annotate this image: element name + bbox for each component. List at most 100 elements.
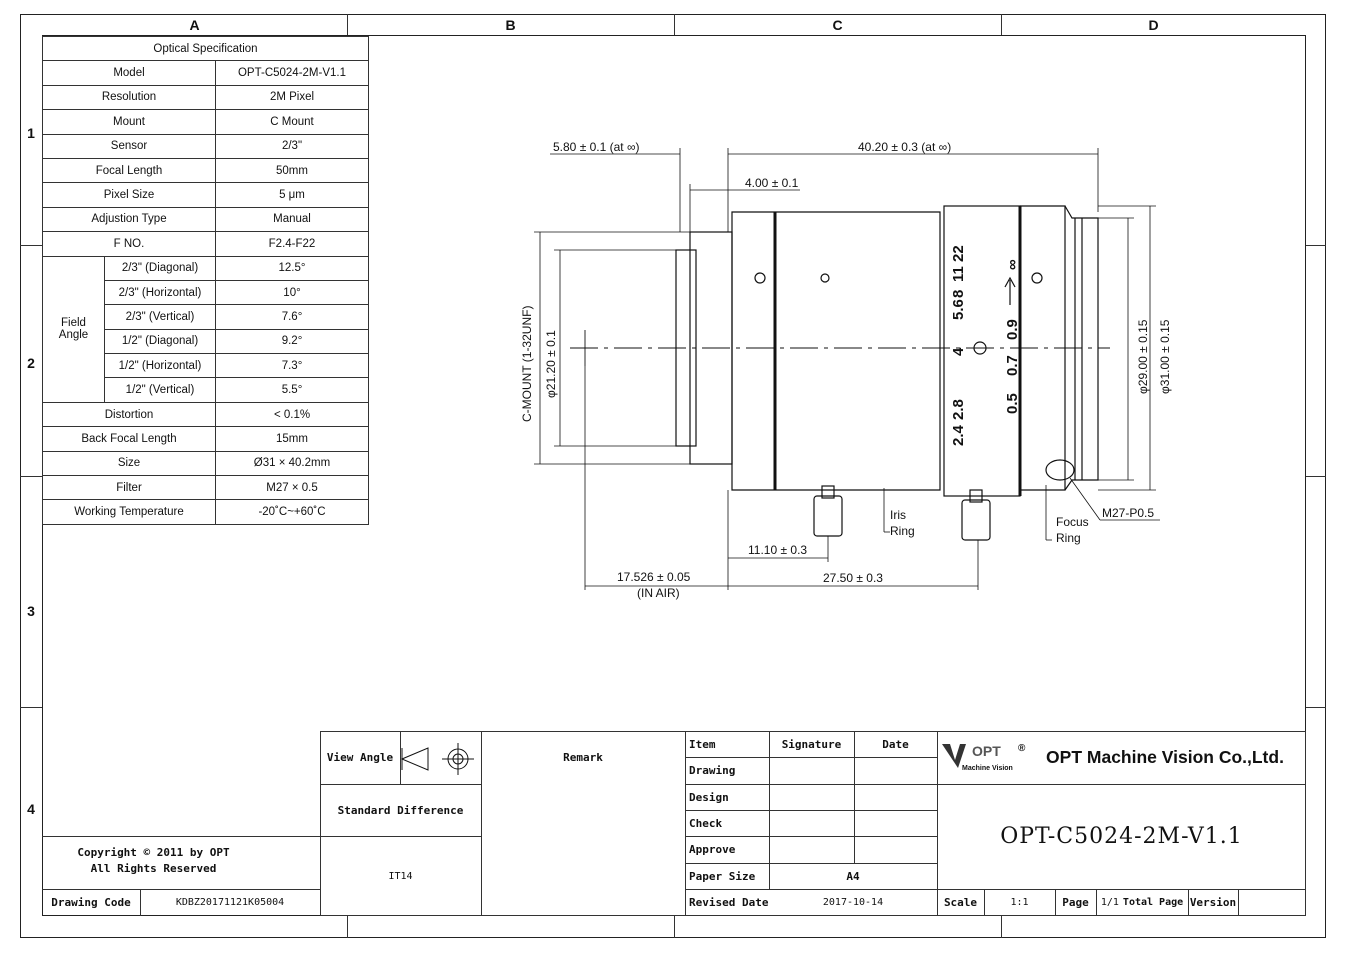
zone-divider xyxy=(1306,245,1326,246)
view-angle-label: View Angle xyxy=(326,751,394,764)
tb-divider xyxy=(685,836,937,837)
focus-label: Focus xyxy=(1056,515,1089,529)
spec-key: Model xyxy=(42,60,216,86)
tb-divider xyxy=(685,889,937,890)
zone-divider xyxy=(1001,14,1002,35)
spec-value: M27 × 0.5 xyxy=(215,475,369,501)
spec-value: 2M Pixel xyxy=(215,84,369,111)
zone-2: 2 xyxy=(27,355,35,371)
zone-c: C xyxy=(832,17,843,33)
spec-value: 10° xyxy=(215,279,369,306)
lock-screw-focus xyxy=(961,499,991,541)
spec-value: 15mm xyxy=(215,426,369,452)
thread-detail xyxy=(1045,459,1075,481)
focus-label: Ring xyxy=(1056,531,1081,545)
spec-value: 7.3° xyxy=(215,353,369,379)
revised-date-label: Revised Date xyxy=(689,896,769,909)
aperture-mark: 2.4 xyxy=(950,424,967,446)
aperture-mark: 4 xyxy=(950,347,967,356)
lens-body xyxy=(731,211,941,491)
tb-divider xyxy=(937,731,938,916)
mount-label: C-MOUNT (1-32UNF) xyxy=(520,306,534,422)
logo-subtext: Machine Vision xyxy=(962,765,1013,772)
dia-outer-text: φ31.00 ± 0.15 xyxy=(1158,319,1172,394)
copyright-line1: Copyright © 2011 by OPT xyxy=(77,845,230,859)
tb-divider xyxy=(42,889,320,890)
standard-difference-label: Standard Difference xyxy=(337,803,464,817)
spec-value: < 0.1% xyxy=(215,401,369,428)
spec-value: 7.6° xyxy=(215,304,369,330)
tb-divider xyxy=(320,836,481,837)
aperture-mark: 5.6 xyxy=(950,299,967,320)
part-number: OPT-C5024-2M-V1.1 xyxy=(1000,824,1243,849)
dim-front-text: 5.80 ± 0.1 (at ∞) xyxy=(553,140,640,154)
tb-divider xyxy=(481,731,482,916)
page-label: Page xyxy=(1062,896,1089,909)
dia-mount-text: φ21.20 ± 0.1 xyxy=(544,330,558,398)
zone-divider xyxy=(347,916,348,938)
spec-value: Manual xyxy=(215,206,369,233)
scale-label: Scale xyxy=(943,896,978,909)
tb-divider xyxy=(937,784,1306,785)
tb-divider xyxy=(320,784,481,785)
spec-key: Working Temperature xyxy=(42,499,216,525)
version-label: Version xyxy=(1189,896,1237,909)
row-drawing: Drawing xyxy=(689,764,736,777)
tb-divider xyxy=(400,731,401,784)
focus-mark: ∞ xyxy=(1004,259,1021,270)
zone-divider xyxy=(20,707,42,708)
opt-logo-icon: OPT ® Machine Vision xyxy=(942,743,1026,772)
aperture-mark: 2.8 xyxy=(950,399,967,420)
focus-mark: 0.9 xyxy=(1004,319,1021,340)
zone-d: D xyxy=(1148,17,1159,33)
spec-value: OPT-C5024-2M-V1.1 xyxy=(215,60,369,86)
tb-divider xyxy=(42,836,320,837)
dim-flange-text: 17.526 ± 0.05 xyxy=(617,570,691,584)
tb-divider xyxy=(1096,889,1097,916)
tb-divider xyxy=(1238,889,1239,916)
iris-label: Iris xyxy=(890,508,906,522)
spec-key: Back Focal Length xyxy=(42,426,216,452)
row-approve: Approve xyxy=(689,843,736,856)
projection-symbol-icon xyxy=(400,743,474,775)
zone-divider xyxy=(1306,476,1326,477)
remark-label: Remark xyxy=(563,751,603,764)
tb-divider xyxy=(685,784,937,785)
zone-4: 4 xyxy=(27,801,35,817)
spec-value: -20˚C~+60˚C xyxy=(215,499,369,525)
tb-divider xyxy=(140,889,141,916)
zone-divider xyxy=(674,916,675,938)
zone-divider xyxy=(674,14,675,35)
spec-value: 12.5° xyxy=(215,255,369,281)
iris-label: Ring xyxy=(890,524,915,538)
drawing-code-label: Drawing Code xyxy=(51,896,131,909)
drawing-code-value: KDBZ20171121K05004 xyxy=(175,897,285,908)
tb-divider xyxy=(1188,889,1189,916)
row-check: Check xyxy=(689,816,723,830)
total-page-label: Total Page xyxy=(1122,897,1184,908)
spec-key: Resolution xyxy=(42,84,216,111)
spec-key: Pixel Size xyxy=(42,182,216,208)
zone-divider xyxy=(347,14,348,35)
scale-value: 1:1 xyxy=(1010,897,1029,908)
spec-value: 9.2° xyxy=(215,328,369,355)
page-value: 1/1 xyxy=(1100,897,1119,908)
spec-value: C Mount xyxy=(215,109,369,135)
zone-1: 1 xyxy=(27,125,35,141)
aperture-mark: 8 xyxy=(950,290,967,298)
spec-key: Size xyxy=(42,450,216,477)
logo-text: OPT xyxy=(972,743,1001,759)
index-mark xyxy=(754,272,766,284)
zone-divider xyxy=(1001,916,1002,938)
aperture-mark: 11 xyxy=(950,266,967,282)
row-design: Design xyxy=(689,790,729,804)
zone-b: B xyxy=(505,17,516,33)
zone-3: 3 xyxy=(27,603,35,619)
signature-label: Signature xyxy=(781,737,842,751)
tolerance-value: IT14 xyxy=(388,870,413,882)
tb-divider xyxy=(685,731,686,916)
dim-screw1-text: 11.10 ± 0.3 xyxy=(748,543,807,557)
spec-key: Distortion xyxy=(42,401,216,428)
